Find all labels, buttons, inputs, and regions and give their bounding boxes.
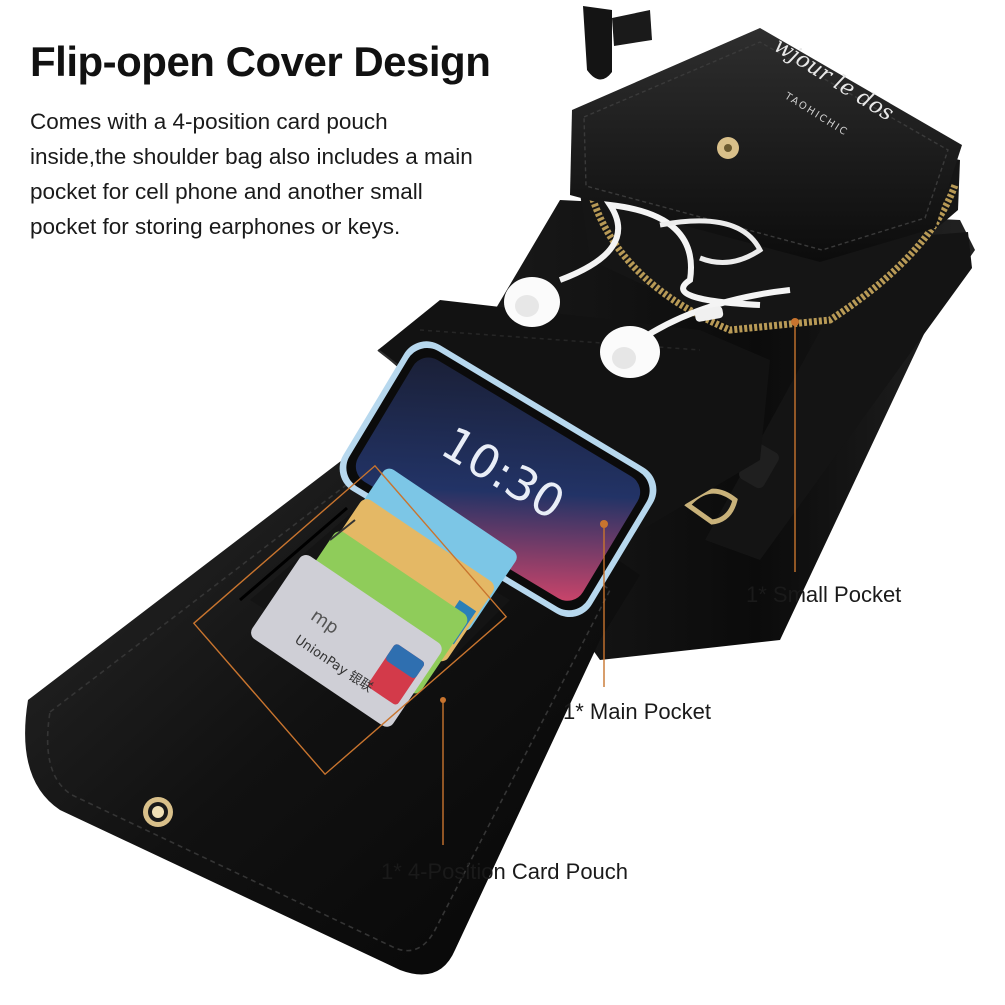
small-pocket-label: 1* Small Pocket: [746, 582, 902, 607]
bag-right-side: [705, 232, 972, 560]
main-pocket-panel: [378, 300, 770, 540]
snap-button-icon: [143, 797, 173, 827]
card-slots: mp UnionPay 银联: [239, 468, 517, 727]
feature-description: Comes with a 4-position card pouch insid…: [30, 109, 473, 239]
card-pouch-callout-box: [192, 464, 508, 776]
page-title: Flip-open Cover Design: [30, 38, 491, 85]
pouch-snap-icon: [717, 137, 739, 159]
strap-tab: [612, 10, 652, 46]
main-pocket-label: 1* Main Pocket: [563, 699, 711, 724]
small-pocket-pouch: wjour le dos TAOHICHIC: [570, 28, 962, 334]
earphones-icon: [504, 201, 791, 378]
tassel: [583, 6, 612, 80]
phone: 10:30: [339, 341, 657, 618]
card-pouch-label: 1* 4-Position Card Pouch: [381, 859, 629, 884]
